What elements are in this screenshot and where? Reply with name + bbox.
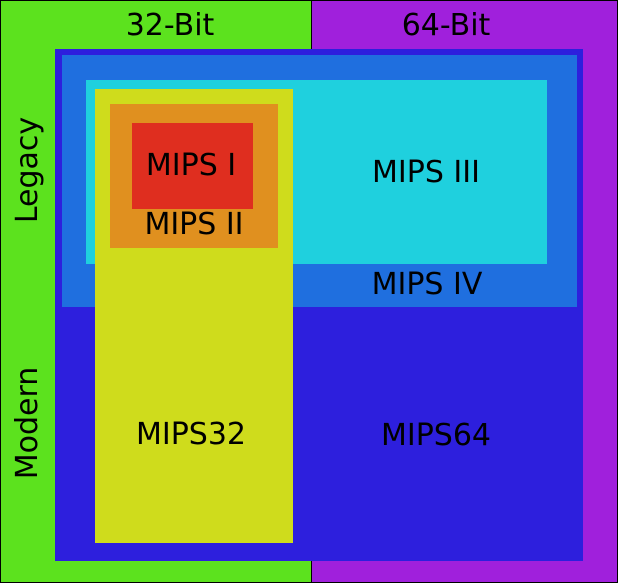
region-label-mips-ii: MIPS II	[144, 207, 244, 242]
row-label-modern: Modern	[10, 366, 45, 480]
region-label-mips64: MIPS64	[380, 418, 492, 453]
region-label-mips-i: MIPS I	[145, 148, 237, 183]
column-label-64-bit: 64-Bit	[401, 8, 491, 43]
region-mips-i	[132, 123, 253, 209]
region-label-mips-iv: MIPS IV	[371, 267, 483, 302]
region-label-mips-iii: MIPS III	[372, 155, 480, 190]
column-label-32-bit: 32-Bit	[125, 8, 215, 43]
region-label-mips32: MIPS32	[135, 417, 247, 452]
row-label-legacy: Legacy	[10, 116, 45, 224]
